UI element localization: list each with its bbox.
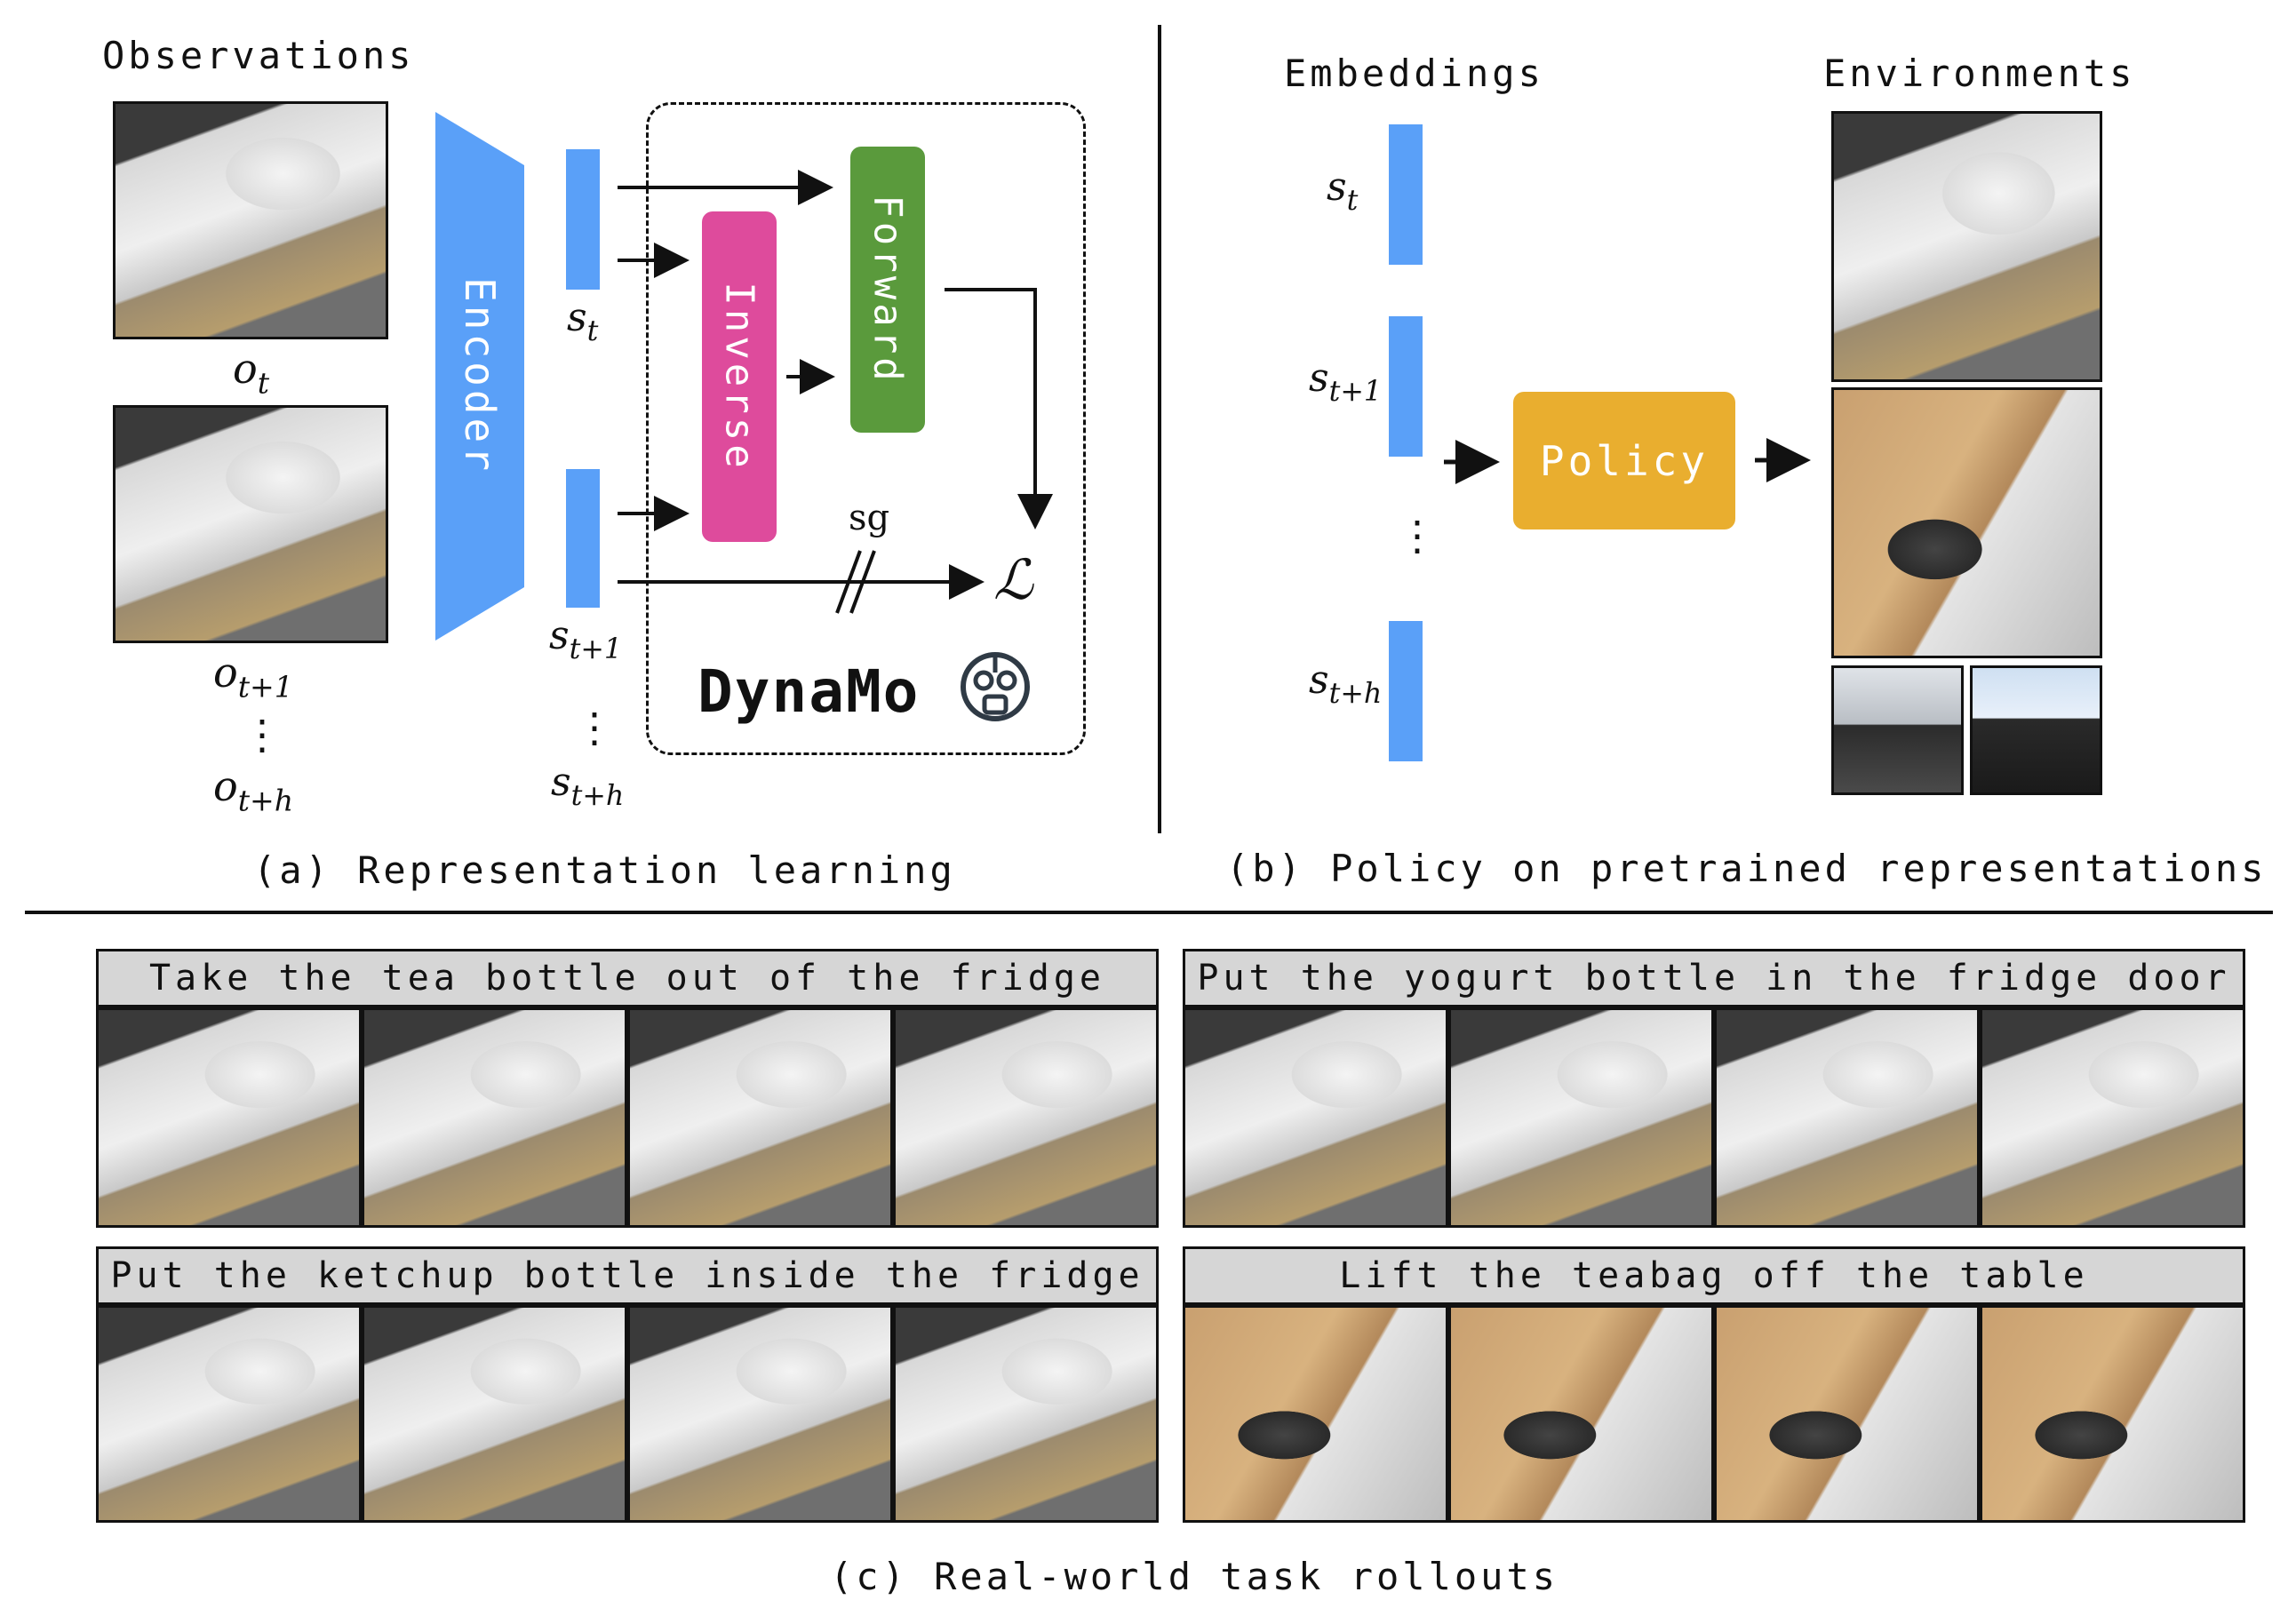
encoder-block [435,112,524,641]
policy-embedding-th [1389,621,1423,761]
obs-ellipsis: ⋮ [242,711,283,759]
rollout-frame [1183,1305,1448,1523]
policy-label: Policy [1539,436,1710,485]
panel-b-arrows [1444,438,1811,484]
observation-image-t [113,101,388,339]
rollout-frame [1714,1007,1980,1228]
rollout-frame [1448,1305,1714,1523]
rollout-frame [1980,1305,2245,1523]
caption-b: (b) Policy on pretrained representations [1226,847,2268,890]
state-label-th: st+h [551,760,625,813]
dynamo-title: DynaMo [698,657,921,726]
state-ellipsis: ⋮ [574,704,615,752]
panel-divider [1158,25,1161,833]
environments-heading: Environments [1823,52,2136,95]
observations-heading: Observations [102,34,415,77]
task-title-4: Lift the teabag off the table [1183,1246,2245,1305]
loss-symbol: ℒ [993,547,1033,612]
stop-gradient-label: sg [849,498,890,538]
policy-emb-label-t: st [1327,164,1359,218]
policy-block: Policy [1513,392,1735,529]
dynamo-module-box [646,102,1086,755]
policy-embedding-t [1389,124,1423,265]
environment-image-sim-blocks [1970,665,2102,795]
rollout-frame [627,1007,893,1228]
rollout-frame [362,1305,627,1523]
forward-model-block [850,147,925,433]
rollout-frame [362,1007,627,1228]
state-embedding-t1 [566,469,600,608]
embeddings-heading: Embeddings [1284,52,1544,95]
observation-image-t1 [113,405,388,643]
state-label-t: st [567,295,599,348]
panel-a-arrows [618,170,1053,614]
policy-emb-ellipsis: ⋮ [1397,512,1438,560]
rollout-frame [1183,1007,1448,1228]
task-title-2: Put the yogurt bottle in the fridge door [1183,949,2245,1007]
policy-embedding-t1 [1389,316,1423,457]
state-label-t1: st+1 [549,613,623,666]
rollout-frame [96,1007,362,1228]
obs-label-th: ot+h [213,762,294,818]
environment-image-sim-kitchen [1831,665,1964,795]
obs-label-t: ot [233,345,270,401]
caption-c: (c) Real-world task rollouts [830,1555,1559,1598]
rollout-frame [893,1305,1159,1523]
rollout-frame [1448,1007,1714,1228]
caption-a: (a) Representation learning [253,848,956,892]
policy-emb-label-th: st+h [1309,657,1383,711]
environment-image-fridge [1831,111,2102,382]
state-embedding-t [566,149,600,290]
rollout-frame [893,1007,1159,1228]
task-title-1: Take the tea bottle out of the fridge [96,949,1159,1007]
rollout-frame [627,1305,893,1523]
policy-emb-label-t1: st+1 [1309,355,1383,409]
environment-image-hand [1831,387,2102,658]
dynamo-logo-icon [961,652,1030,721]
section-divider [25,911,2273,914]
rollout-frame [1714,1305,1980,1523]
task-title-3: Put the ketchup bottle inside the fridge [96,1246,1159,1305]
rollout-frame [1980,1007,2245,1228]
inverse-model-block [702,211,777,542]
rollout-frame [96,1305,362,1523]
obs-label-t1: ot+1 [213,649,293,705]
